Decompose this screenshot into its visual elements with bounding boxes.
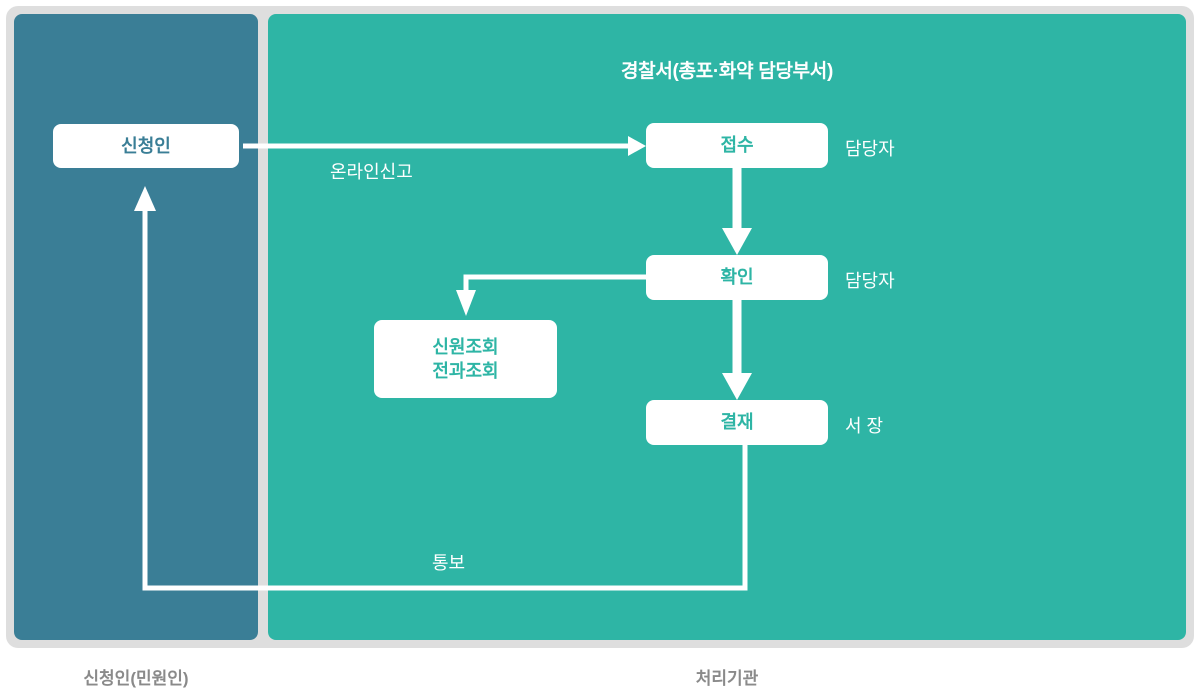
role-label-approve: 서 장 <box>845 416 884 436</box>
node-approval[interactable]: 결재 <box>646 400 828 445</box>
applicant-lane-panel <box>14 14 258 640</box>
node-applicant-label: 신청인 <box>121 135 171 156</box>
role-label-receive: 담당자 <box>845 139 895 159</box>
node-receive[interactable]: 접수 <box>646 123 828 168</box>
node-confirm-label: 확인 <box>720 267 754 288</box>
edge-label-notify: 통보 <box>432 553 466 573</box>
caption-agency-lane: 처리기관 <box>695 669 759 688</box>
node-receive-label: 접수 <box>720 135 754 156</box>
agency-lane-title: 경찰서(총포·화약 담당부서) <box>620 61 834 82</box>
edge-label-online-report: 온라인신고 <box>330 162 413 182</box>
caption-applicant-lane: 신청인(민원인) <box>83 669 189 688</box>
node-confirm[interactable]: 확인 <box>646 255 828 300</box>
node-inquiry-label-line2: 전과조회 <box>432 361 499 381</box>
node-applicant[interactable]: 신청인 <box>53 124 239 168</box>
node-identity-record-inquiry[interactable]: 신원조회 전과조회 <box>374 320 557 398</box>
node-approve-label: 결재 <box>720 412 754 433</box>
role-label-confirm: 담당자 <box>845 271 895 291</box>
node-inquiry-label-line1: 신원조회 <box>432 336 499 357</box>
